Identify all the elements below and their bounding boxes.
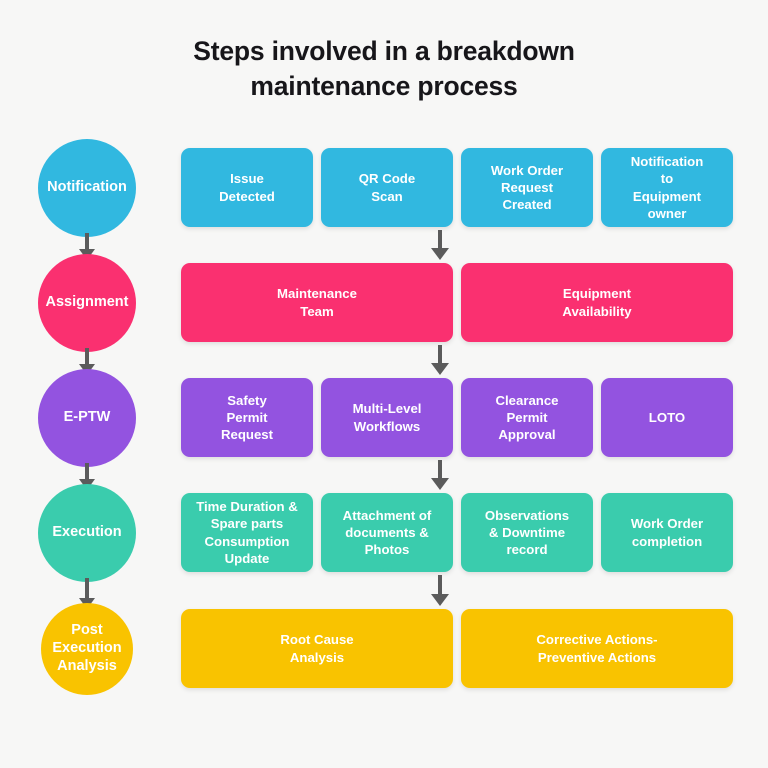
stage-circle-assignment[interactable]: Assignment [38, 254, 136, 352]
title-line-2: maintenance process [250, 70, 518, 101]
process-box-corrective-actions-preventive-actions[interactable]: Corrective Actions-Preventive Actions [461, 609, 733, 688]
row-connector-arrow-down-icon [431, 345, 449, 375]
arrow-shaft [438, 345, 442, 363]
arrow-head [431, 363, 449, 375]
arrow-head [431, 478, 449, 490]
page-title: Steps involved in a breakdown maintenanc… [120, 34, 648, 104]
arrow-head [431, 594, 449, 606]
stage-circle-e-ptw[interactable]: E-PTW [38, 369, 136, 467]
process-box-loto[interactable]: LOTO [601, 378, 733, 457]
arrow-shaft [85, 463, 89, 479]
row-connector-arrow-down-icon [431, 575, 449, 606]
stage-label: E-PTW [63, 409, 111, 426]
process-box-label: Corrective Actions-Preventive Actions [536, 632, 658, 665]
arrow-shaft [438, 575, 442, 594]
stage-label: Execution [52, 524, 122, 541]
arrow-shaft [85, 233, 89, 249]
row-connector-arrow-down-icon [431, 230, 449, 260]
stage-circle-execution[interactable]: Execution [38, 484, 136, 582]
arrow-shaft [438, 460, 442, 478]
stage-circle-notification[interactable]: Notification [38, 139, 136, 237]
stage-label: Assignment [45, 294, 129, 311]
row-connector-arrow-down-icon [431, 460, 449, 490]
arrow-head [431, 248, 449, 260]
title-line-1: Steps involved in a breakdown [193, 36, 575, 66]
arrow-shaft [85, 578, 89, 598]
arrow-shaft [85, 348, 89, 364]
process-box-label: LOTO [648, 409, 686, 425]
stage-label: Notification [47, 179, 127, 196]
arrow-shaft [438, 230, 442, 248]
